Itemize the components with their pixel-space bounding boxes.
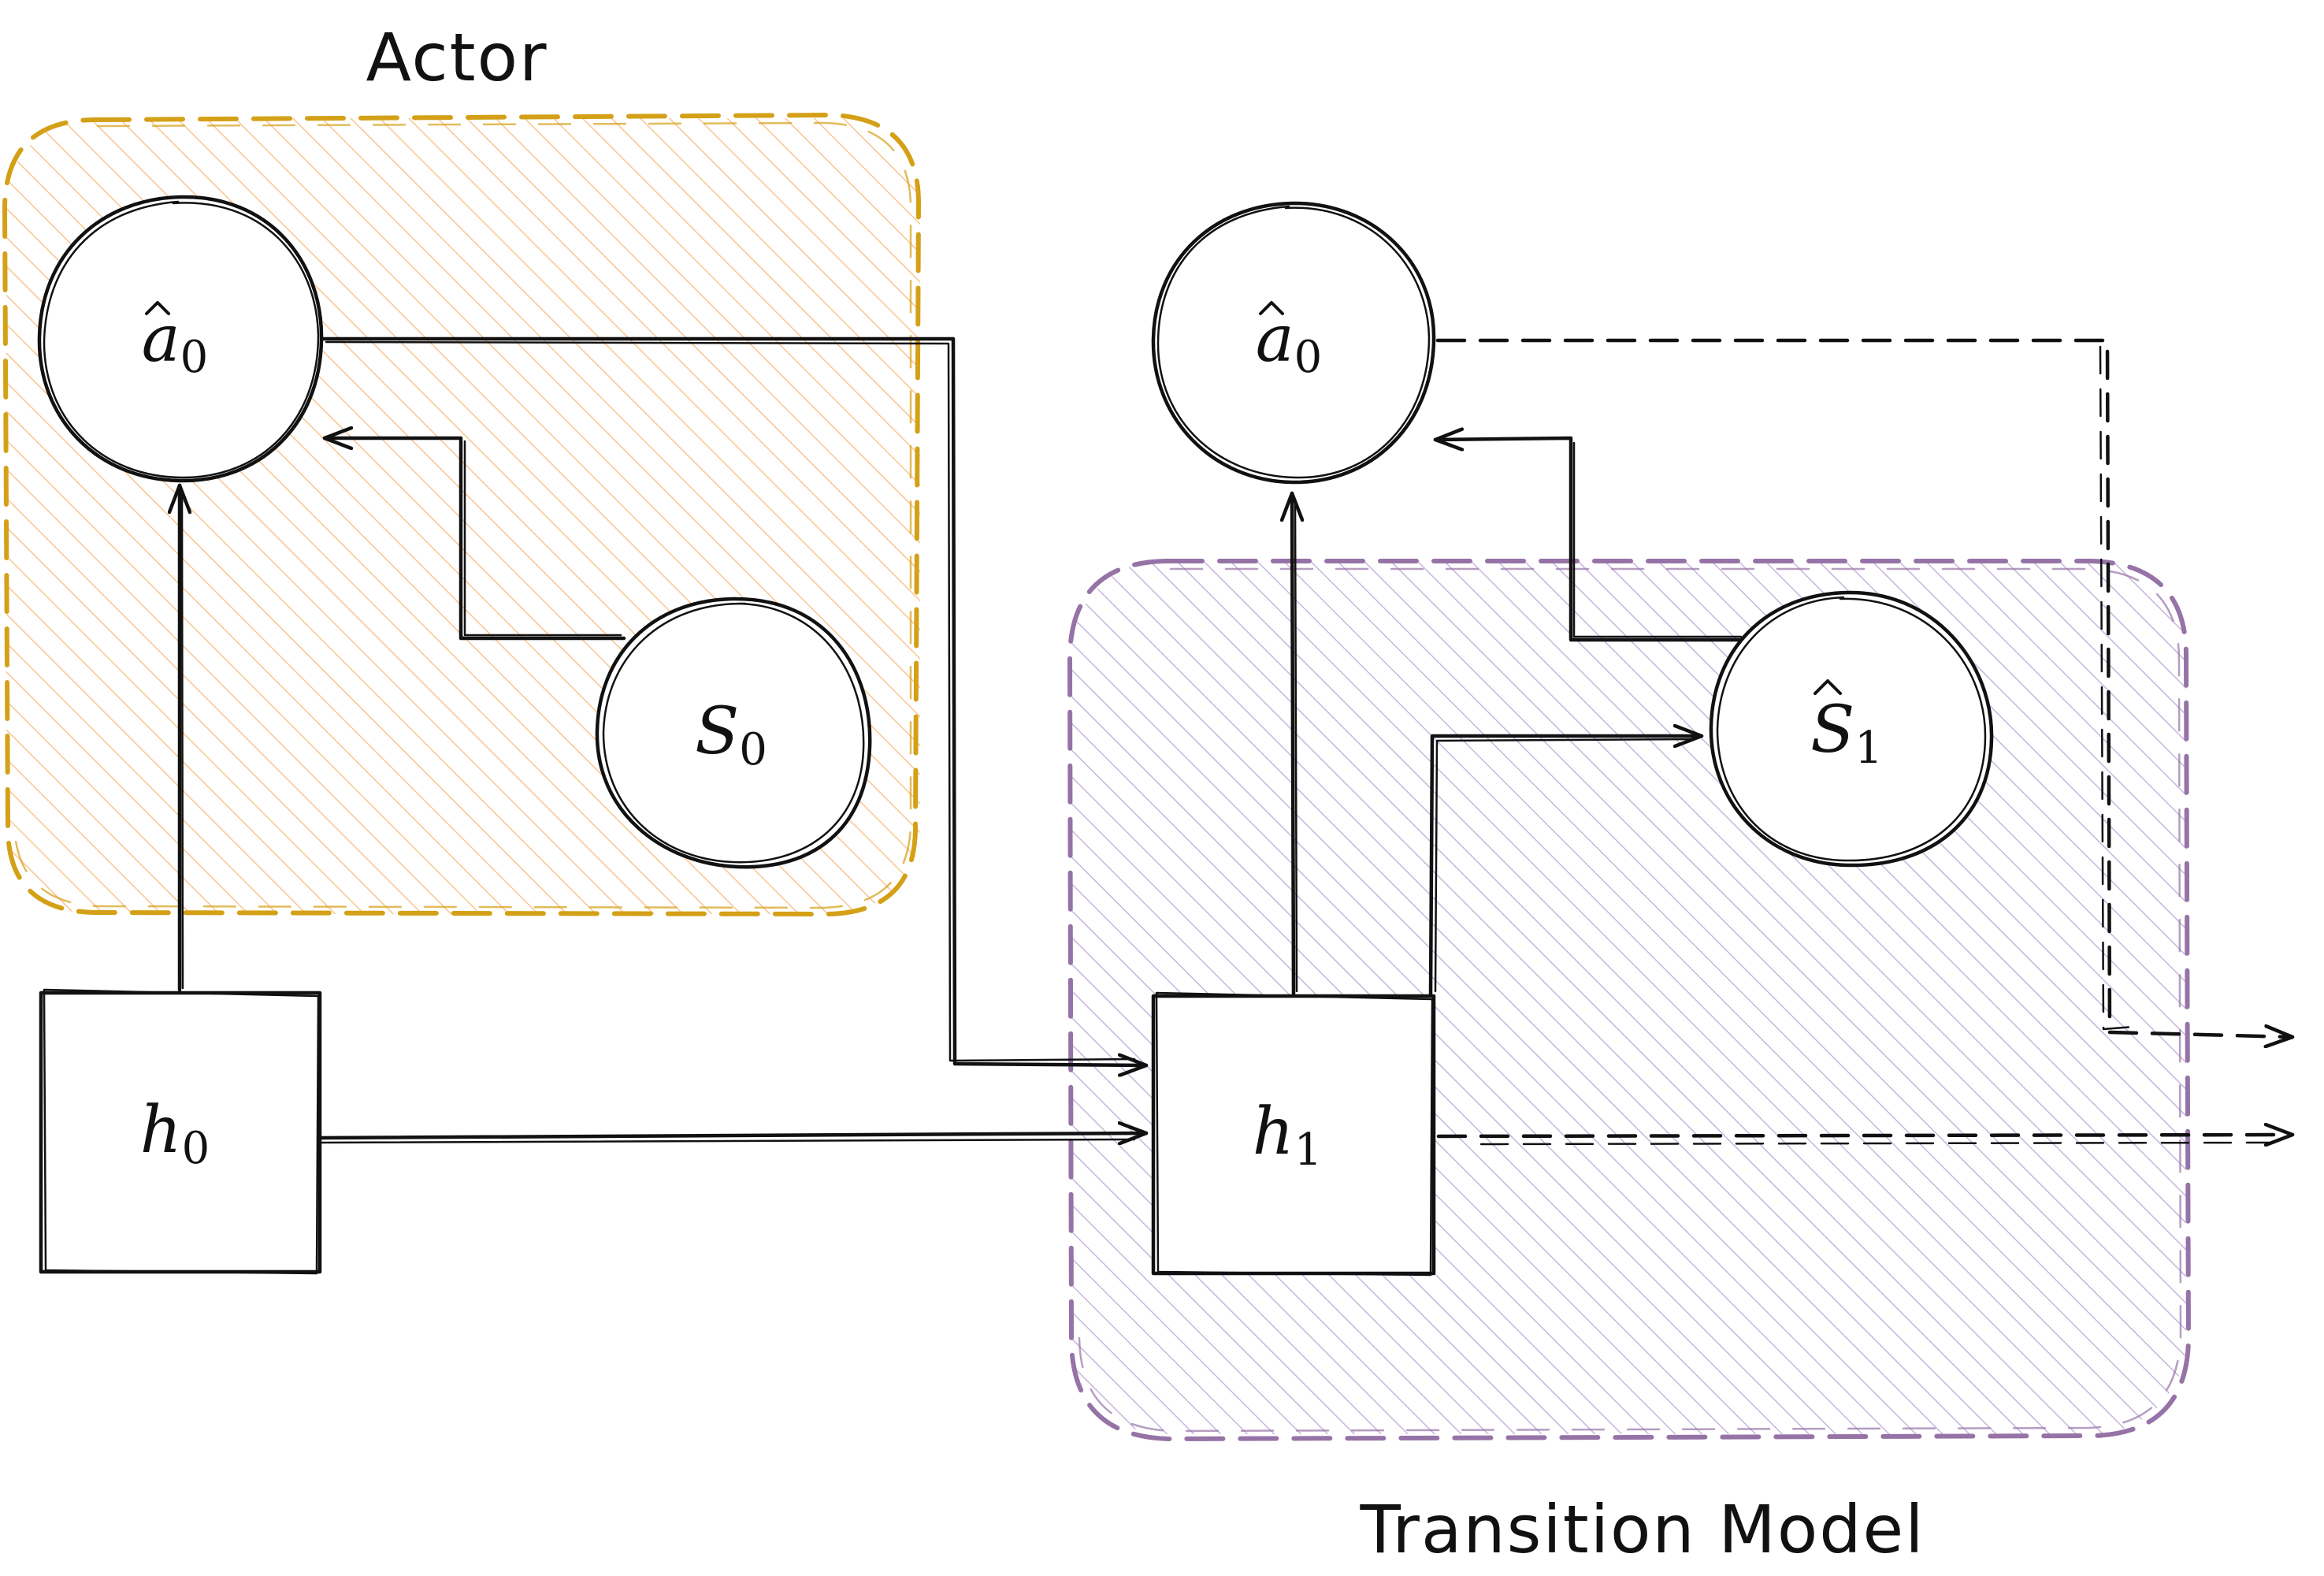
edges (180, 336, 1747, 1144)
node-a0-actor-label-sub: 0 (180, 332, 209, 383)
node-a0-next-label: a0 (1256, 302, 1323, 383)
node-s1-label-base: S (1810, 693, 1854, 768)
edge-h0-to-h1 (317, 1133, 1149, 1138)
node-a0-next-outline-sketch (1156, 205, 1431, 479)
transition-border (1067, 559, 2192, 1442)
actor-border (2, 112, 922, 917)
edge-h1-to-a0-next (1292, 491, 1294, 997)
node-s1-outline-sketch (1716, 596, 1987, 862)
node-h1-label-sub: 1 (1294, 1124, 1323, 1176)
node-s1-label: S1 (1810, 693, 1883, 774)
dashed-edges (1435, 338, 2295, 1146)
edge-h1-to-next-step-sketch (1479, 1141, 2270, 1146)
edge-s0-to-a0 (322, 438, 626, 641)
edge-a0-to-h1 (321, 336, 1149, 1065)
node-h1-label: h1 (1253, 1095, 1322, 1176)
node-s0: S0 (595, 597, 872, 869)
edge-h1-to-s1-sketch (1434, 738, 1695, 993)
node-a0-next-label-sub: 0 (1294, 332, 1323, 383)
edge-h1-to-next-step (1436, 1135, 2295, 1136)
node-a0-next-hat (1259, 301, 1284, 315)
node-s1: S1 (1709, 590, 1994, 868)
actor-title: Actor (366, 19, 548, 96)
node-a0-actor: a0 (37, 195, 324, 483)
edge-h0-to-h1-sketch (320, 1138, 1136, 1144)
node-s0-outline (595, 597, 872, 869)
node-a0-actor-outline-sketch (43, 200, 320, 479)
node-a0-actor-outline (37, 195, 324, 483)
node-h1-outline (1151, 994, 1436, 1276)
edge-a0-to-h1-sketch (325, 340, 1136, 1062)
node-h0: h0 (39, 988, 322, 1275)
node-h0-label: h0 (140, 1093, 210, 1174)
transition-border-sketch (1078, 567, 2182, 1433)
node-h1: h1 (1151, 991, 1436, 1277)
node-s1-hat (1814, 679, 1842, 695)
node-s1-label-sub: 1 (1854, 723, 1883, 774)
edge-h0-to-a0-sketch (180, 489, 184, 990)
actor-border-sketch (13, 121, 912, 909)
edge-s1-to-a0-next (1433, 438, 1747, 642)
edge-h1-to-a0-next-sketch (1294, 498, 1298, 993)
edge-a0-next-to-next-step (1435, 338, 2295, 1037)
node-a0-next-outline (1151, 201, 1436, 485)
node-h1-outline-sketch (1155, 991, 1434, 1277)
node-h0-label-sub: 0 (182, 1123, 210, 1174)
edge-s0-to-a0-sketch (463, 440, 622, 637)
node-h0-label-base: h (140, 1093, 182, 1168)
node-s0-label: S0 (695, 694, 767, 775)
edge-h1-to-s1 (1428, 736, 1704, 997)
edge-a0-next-to-next-step-sketch (2099, 345, 2144, 1031)
node-s0-label-sub: 0 (739, 724, 767, 775)
node-s1-outline (1709, 590, 1994, 868)
node-h1-label-base: h (1253, 1095, 1294, 1169)
node-s0-label-base: S (695, 694, 739, 769)
node-a0-next: a0 (1151, 201, 1436, 485)
transition-model-title: Transition Model (1359, 1491, 1925, 1568)
edge-s1-to-a0-next-sketch (1572, 441, 1743, 638)
node-h0-outline-sketch (43, 988, 320, 1275)
node-s0-outline-sketch (602, 602, 865, 864)
node-a0-actor-hat (145, 301, 170, 315)
